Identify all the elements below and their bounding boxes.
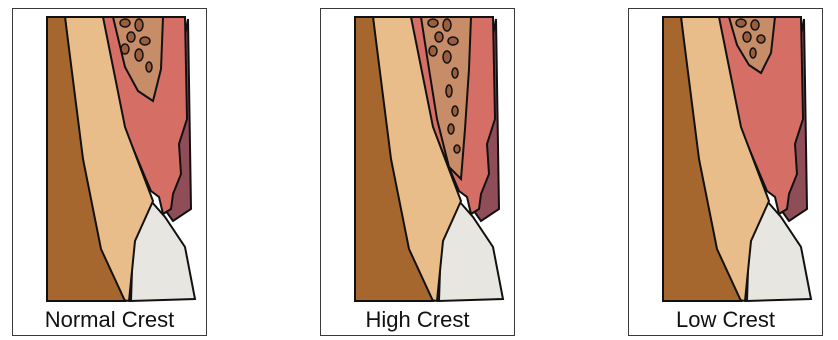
panel-caption: High Crest <box>321 307 514 333</box>
diagram-panel-high-crest: High Crest <box>320 8 515 336</box>
normal-crest-illustration <box>13 9 208 309</box>
high-crest-illustration <box>321 9 516 309</box>
panel-caption: Normal Crest <box>13 307 206 333</box>
diagram-panel-normal-crest: Normal Crest <box>12 8 207 336</box>
low-crest-illustration <box>629 9 824 309</box>
diagram-panel-low-crest: Low Crest <box>628 8 823 336</box>
panel-caption: Low Crest <box>629 307 822 333</box>
